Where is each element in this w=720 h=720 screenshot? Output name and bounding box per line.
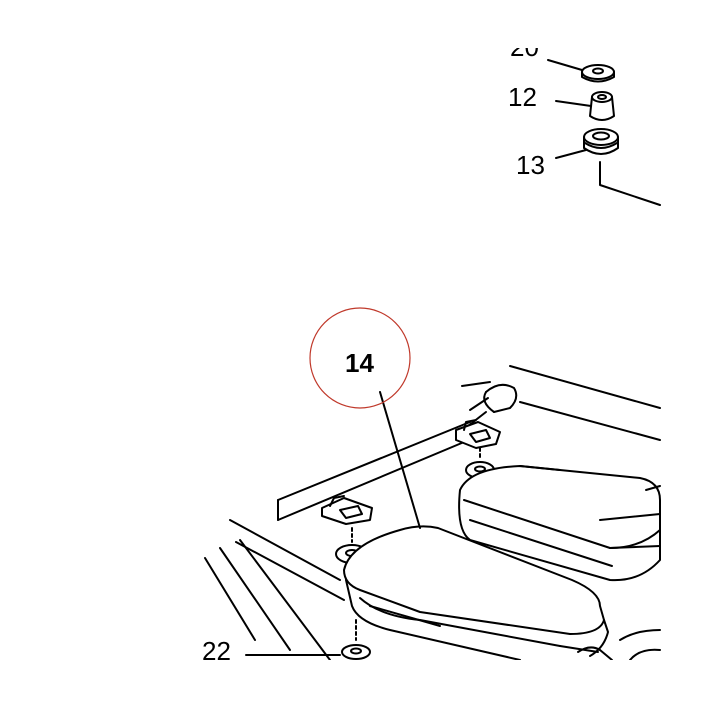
cushion-14-icon	[343, 525, 661, 661]
washer-22-icon	[341, 644, 371, 660]
grommet-13-icon	[583, 128, 619, 155]
washer-top-icon	[581, 64, 615, 83]
clip-upper-icon	[455, 419, 501, 449]
part-number-top-partial: 20	[510, 34, 539, 62]
clip-lower-icon	[321, 495, 373, 525]
highlight-circle-14	[309, 307, 411, 409]
part-number-12: 12	[508, 82, 537, 112]
frame-rails	[204, 365, 661, 661]
part-number-14: 14	[345, 348, 374, 378]
part-number-22: 22	[202, 636, 231, 666]
leader-line-14	[379, 391, 421, 529]
bushing-12-icon	[589, 91, 615, 121]
part-number-13: 13	[516, 150, 545, 180]
cushion-rear-icon	[458, 465, 661, 582]
